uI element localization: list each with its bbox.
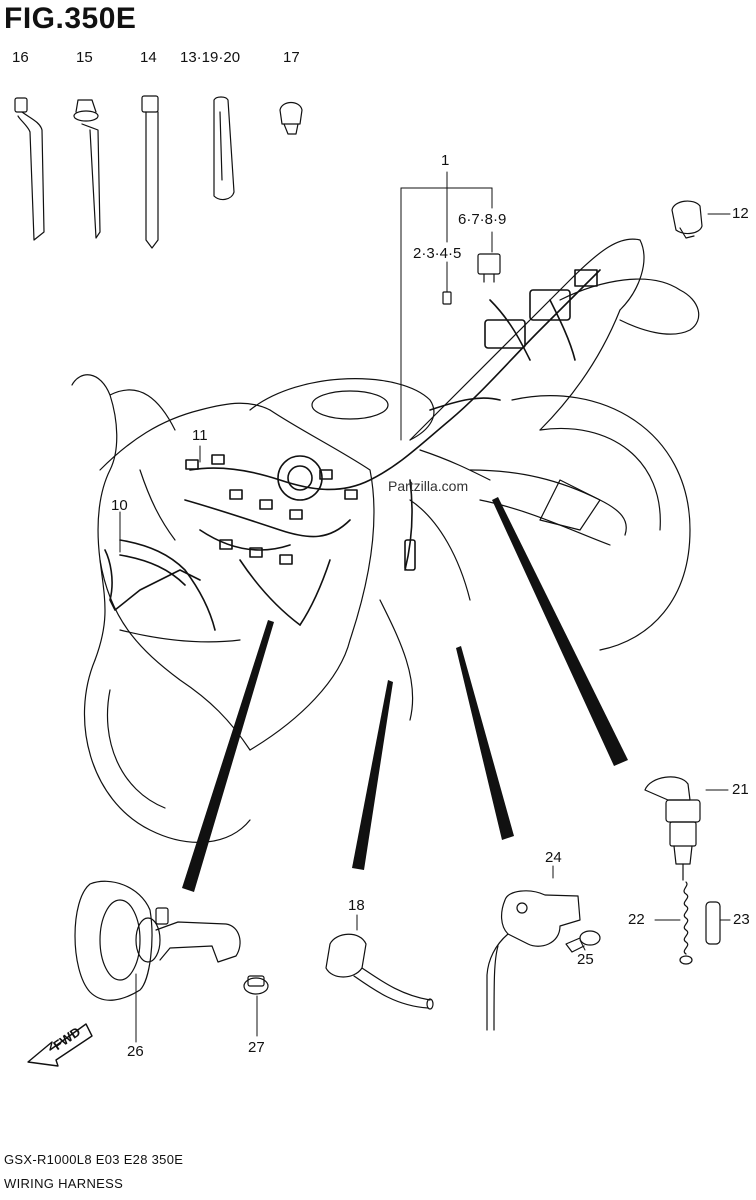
model-code: GSX-R1000L8 E03 E28 350E	[4, 1152, 184, 1167]
part-23-pin	[705, 901, 721, 945]
callout-23: 23	[733, 911, 750, 928]
callout-21: 21	[732, 781, 749, 798]
callout-13-19-20: 13·19·20	[180, 49, 241, 66]
callout-1: 1	[441, 152, 450, 169]
part-12-clamp	[671, 200, 703, 239]
callout-22: 22	[628, 911, 645, 928]
part-21-switch	[644, 776, 701, 881]
part-fuse-2-5	[442, 291, 452, 305]
part-26-horn	[74, 880, 241, 1001]
callout-16: 16	[12, 49, 29, 66]
part-relay-6-9	[477, 253, 501, 283]
figure-title: FIG.350E	[4, 2, 137, 35]
callout-15: 15	[76, 49, 93, 66]
wiring-harness	[104, 269, 601, 631]
callout-2-5: 2·3·4·5	[413, 245, 462, 262]
callout-27: 27	[248, 1039, 265, 1056]
callout-25: 25	[577, 951, 594, 968]
part-27-bolt	[243, 975, 269, 995]
fwd-direction-arrow	[27, 1023, 93, 1067]
callout-6-9: 6·7·8·9	[458, 211, 507, 228]
part-24-bracket-sensor	[486, 890, 581, 1031]
leader-lines	[119, 171, 731, 1043]
part-25-bolt	[565, 930, 601, 953]
part-15-tie	[73, 99, 101, 239]
part-13-clamp	[213, 96, 235, 201]
callout-18: 18	[348, 897, 365, 914]
motorcycle-outline	[71, 238, 700, 843]
part-17-clip	[279, 101, 303, 135]
callout-12: 12	[732, 205, 749, 222]
part-14-tie	[141, 95, 159, 249]
callout-17: 17	[283, 49, 300, 66]
callout-11: 11	[192, 427, 208, 444]
callout-14: 14	[140, 49, 157, 66]
callout-26: 26	[127, 1043, 144, 1060]
part-22-spring	[679, 881, 693, 965]
part-16-tie	[14, 97, 45, 241]
section-name: WIRING HARNESS	[4, 1176, 124, 1191]
pointer-wedges	[182, 497, 628, 892]
part-18-sensor	[325, 933, 434, 1010]
callout-10: 10	[111, 497, 128, 514]
watermark: Partzilla.com	[388, 478, 469, 494]
callout-24: 24	[545, 849, 562, 866]
